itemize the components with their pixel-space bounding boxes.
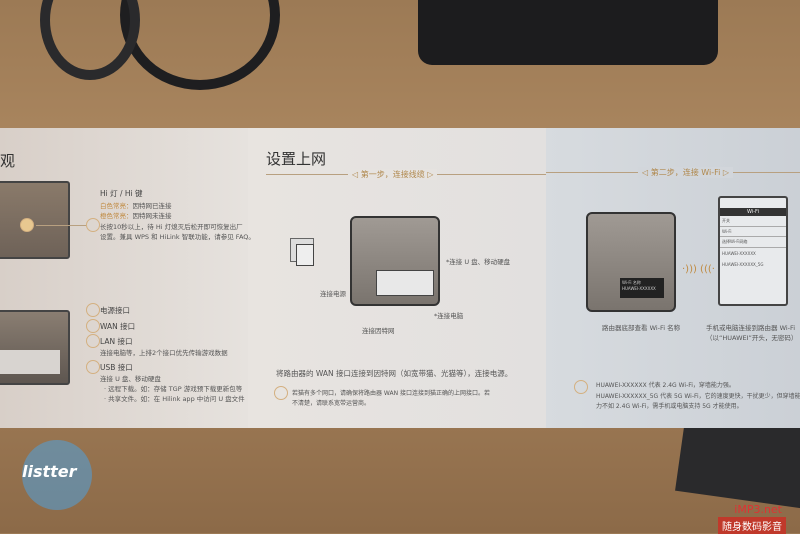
hi-white: 白色常亮： [100,202,133,210]
phone-item: 选择Wi-Fi网络 [720,237,786,248]
hi-orange: 橙色常亮： [100,212,133,220]
watermark-left: listter [22,462,77,481]
power-adapter-illustration [296,244,314,266]
setup-note: 若猫有多个网口，请确保将路由器 WAN 接口连接到猫正确的上网接口。若 [292,390,491,397]
wifi-note: HUAWEI-XXXXXX 代表 2.4G Wi-Fi，穿墙能力强。 [596,382,735,389]
phone-header: Wi-Fi [720,208,786,216]
power-port-icon [86,303,100,317]
router-top-illustration [0,181,70,259]
phone-item: HUAWEI-XXXXXX [722,251,756,256]
router-label-line: Wi-Fi 名称 [622,280,641,285]
panel-title: 设置上网 [266,150,327,168]
manual-panel-wifi: ◁ 第二步，连接 Wi-Fi ▷ Wi-Fi 名称 HUAWEI-XXXXXX … [546,128,800,428]
port-desc: 连接电脑等，上排2个接口优先传输游戏数据 [100,349,228,357]
port-label: WAN 接口 [100,322,136,331]
hi-button-icon [20,218,34,232]
wifi-note: 力不如 2.4G Wi-Fi，需手机或电脑支持 5G 才能使用。 [596,403,743,410]
port-desc: 连接 U 盘、移动硬盘 [100,375,161,383]
hi-desc: 长按10秒以上，待 Hi 灯熄灭后松开即可恢复出厂 [100,223,243,231]
usb-port-icon [86,360,100,374]
ethernet-cable [120,0,280,90]
phone-caption: 手机或电脑连接到路由器 Wi-Fi [706,324,796,332]
wifi-note: HUAWEI-XXXXXX_5G 代表 5G Wi-Fi，它的速度更快，干扰更少… [596,393,800,400]
phone-item: Wi-Fi [720,227,786,237]
hi-orange-desc: 因特网未连接 [132,212,172,220]
phone-item: 开关 [720,216,786,227]
hi-callout-icon [86,218,100,232]
lan-port-icon [86,334,100,348]
manual-panel-overview: 观 Hi 灯 / Hi 键 白色常亮：因特网已连接 橙色常亮：因特网未连接 长按… [0,128,255,428]
port-label: LAN 接口 [100,337,133,346]
phone-caption: （以“HUAWEI”开头，无密码） [706,334,798,342]
port-label: USB 接口 [100,363,133,372]
step-one-heading: ◁ 第一步，连接线缆 ▷ [348,169,438,180]
panel-title: 观 [0,152,16,170]
phone-item: HUAWEI-XXXXXX_5G [722,262,764,267]
info-icon [274,386,288,400]
setup-note: 不清楚，请联系宽带运营商。 [292,400,371,407]
router-label-line: HUAWEI-XXXXXX [622,286,656,291]
manual-panel-setup: 设置上网 ◁ 第一步，连接线缆 ▷ 连接电源 *连接 U 盘、移动硬盘 *连接电… [248,128,546,428]
wifi-signal-icon: ·))) (((· [682,264,715,275]
router-caption: 路由器底部查看 Wi-Fi 名称 [602,324,681,332]
usb-note: · 远程下载。如：存储 TGP 游戏预下载更新包等 [104,385,243,393]
port-label: 电源接口 [100,306,130,315]
step-two-heading: ◁ 第二步，连接 Wi-Fi ▷ [638,167,734,178]
label-pc: *连接电脑 [434,312,464,320]
watermark-site: iMP3.net [734,503,782,516]
watermark-name: 随身数码影音 [718,517,786,534]
phone-illustration: Wi-Fi 开关 Wi-Fi 选择Wi-Fi网络 HUAWEI-XXXXXX H… [718,196,788,306]
power-adapter [418,0,718,65]
wan-port-icon [86,319,100,333]
hi-desc: 设置。兼具 WPS 和 HiLink 智联功能，请参见 FAQ。 [100,233,255,241]
hi-white-desc: 因特网已连接 [132,202,172,210]
info-icon [574,380,588,394]
hi-label: Hi 灯 / Hi 键 [100,189,143,198]
label-usb: *连接 U 盘、移动硬盘 [446,258,511,266]
flat-cable [40,0,140,80]
label-internet: 连接因特网 [362,327,395,335]
setup-instruction: 将路由器的 WAN 接口连接到因特网（如宽带猫、光猫等），连接电源。 [276,369,513,378]
label-power: 连接电源 [320,290,346,298]
usb-note: · 共享文件。如：在 Hilink app 中访问 U 盘文件 [104,395,245,403]
watermark-logo [22,440,92,510]
